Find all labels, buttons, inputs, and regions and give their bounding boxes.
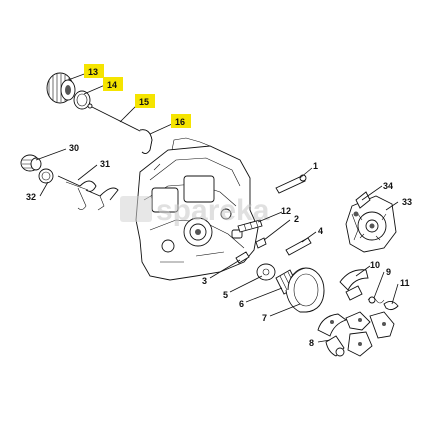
ring-part-32[interactable] [38,168,54,184]
label-12: 12 [281,206,291,216]
label-16: 16 [175,117,185,127]
label-11: 11 [400,278,410,288]
cable-part-15[interactable] [87,103,147,135]
spring-part-9[interactable] [367,296,385,304]
label-31: 31 [100,159,110,169]
label-6: 6 [239,299,244,309]
rod-part-4[interactable] [285,237,312,256]
spring-clip-part-31[interactable] [57,175,119,211]
label-10: 10 [370,260,380,270]
filler-cap-part-30[interactable] [20,154,42,172]
label-33: 33 [402,197,412,207]
spring-part-11[interactable] [383,301,399,311]
bolt-part-12[interactable] [237,219,263,233]
clutch-drum-part-7[interactable] [285,267,325,313]
highlight-marks [84,64,191,128]
clutch-spring-part-34[interactable] [351,191,371,241]
label-15: 15 [139,97,149,107]
seal-ring-part-14[interactable] [73,90,91,110]
leader-lines [35,72,399,343]
label-9: 9 [386,267,391,277]
washer-part-5[interactable] [256,263,276,281]
label-7: 7 [262,313,267,323]
clutch-shoes-part-8[interactable] [317,311,395,357]
label-32: 32 [26,192,36,202]
label-34: 34 [383,181,393,191]
label-3: 3 [202,276,207,286]
label-30: 30 [69,143,79,153]
crankcase-housing [135,137,259,281]
label-13: 13 [88,67,98,77]
label-14: 14 [107,80,117,90]
label-8: 8 [309,338,314,348]
clutch-shoe-part-10[interactable] [339,269,369,301]
label-1: 1 [313,161,318,171]
label-4: 4 [318,226,323,236]
label-5: 5 [223,290,228,300]
watermark-logo: spareka [120,194,270,227]
part-labels: 13 14 15 16 30 31 32 1 12 2 3 4 5 6 7 34… [26,67,412,348]
oil-cap-part-13[interactable] [46,72,76,104]
hose-part-16[interactable] [139,129,153,155]
watermark-text: spareka [156,194,270,227]
pin-part-2[interactable] [255,237,267,249]
pin-part-1[interactable] [275,174,307,194]
label-2: 2 [294,214,299,224]
clutch-assembly-part-33[interactable] [345,195,397,253]
